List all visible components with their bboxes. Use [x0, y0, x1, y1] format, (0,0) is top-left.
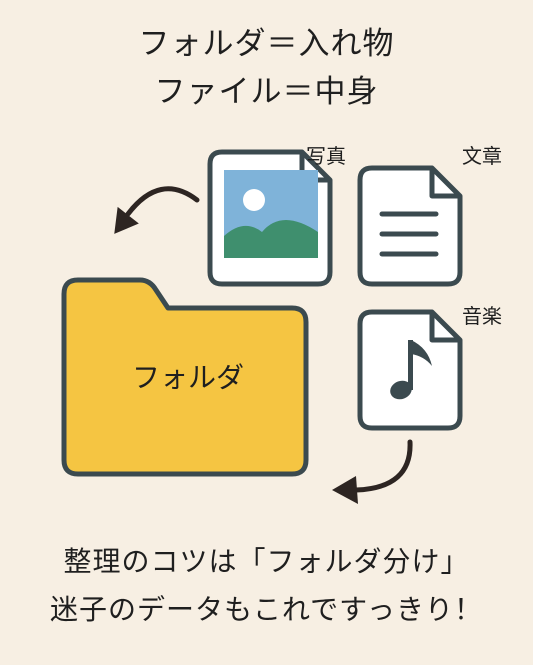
footer-line-2: 迷子のデータもこれですっきり！	[49, 593, 484, 626]
arrow-into-folder-icon	[114, 186, 200, 234]
folder-label: フォルダ	[131, 361, 244, 394]
arrow-from-folder-icon	[332, 439, 413, 504]
photo-label: 写真	[306, 144, 346, 168]
folder-icon	[61, 277, 309, 477]
photo-file-icon	[207, 149, 333, 287]
footer-line-1: 整理のコツは「フォルダ分け」	[63, 545, 470, 578]
music-label: 音楽	[462, 304, 502, 328]
document-file-icon	[357, 165, 463, 287]
music-file-icon	[357, 309, 463, 431]
document-label: 文章	[462, 144, 502, 168]
title-line-1: フォルダ＝入れ物	[138, 26, 395, 62]
title-line-2: ファイル＝中身	[154, 74, 379, 110]
